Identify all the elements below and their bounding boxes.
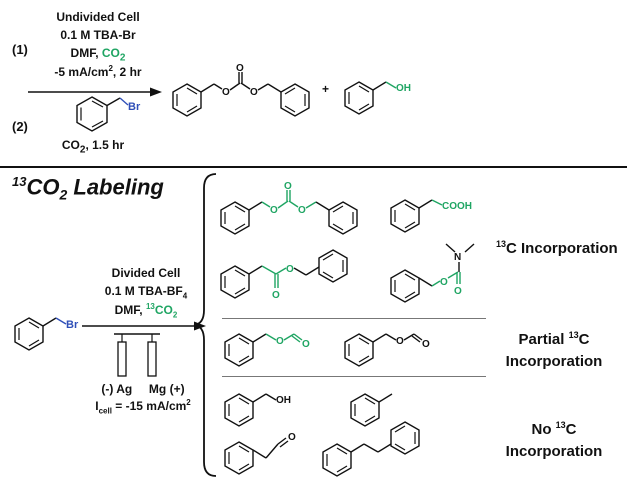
carbonate2-o-left: O [270,205,278,216]
cooh-label: COOH [442,201,472,212]
top-benzyl-bromide: Br [76,96,141,132]
no-incorporation-label: No 13C Incorporation [494,414,614,463]
labeling-reaction-arrow [82,321,206,331]
clipped-header [150,0,620,5]
carbamate-n-label: N [454,252,461,263]
product-brace [193,173,217,477]
phenylacetic-acid: COOH [390,199,472,233]
carbonate-o-left: O [222,87,230,98]
partial-incorporation-label: Partial 13C Incorporation [494,324,614,373]
formate1-o-carbonyl: O [302,339,310,350]
top-reaction-arrow [28,87,162,97]
unlabeled-benzyl-formate: O O [344,333,430,367]
top-step2-conditions: CO2, 1.5 hr [61,138,125,156]
carbonate2-o-top: O [284,182,292,192]
carbamate-o-alkoxy: O [440,277,448,288]
mg-electrode [147,341,157,377]
benzyl-phenylacetate: O O [220,249,348,301]
formate2-o-alkoxy: O [396,336,404,347]
top-br-label: Br [128,101,141,113]
ag-electrode [117,341,127,377]
partial-label-line2: Incorporation [505,353,603,370]
labeling-electrolyte: 0.1 M TBA-BF4 [104,284,188,301]
full-incorporation-label: 13C Incorporation [496,239,618,257]
aldehyde-o: O [288,432,296,443]
benzyl-alcohol: OH [224,393,291,427]
labeled-dibenzyl-carbonate: O O O [220,182,358,235]
top-current: -5 mA/cm2, 2 hr [54,64,142,79]
step-1-label: (1) [12,42,28,57]
divided-cell-label: Divided Cell [111,266,181,280]
formate1-o-alkoxy: O [276,336,284,347]
benzyl-dimethylcarbamate: O O N [390,243,475,303]
toluene [350,393,393,427]
none-label-line2: Incorporation [505,443,603,460]
carbonate-o-right: O [250,87,258,98]
benzyl-alcohol-oh: OH [276,395,291,406]
formate2-o-carbonyl: O [422,339,430,350]
top-solvent: DMF, CO2 [70,46,126,64]
phenylacetaldehyde: O [224,432,296,475]
carbonate-o-top: O [236,64,244,74]
step-2-label: (2) [12,119,28,134]
labeling-title: 13CO2 Labeling [12,174,164,203]
top-electrolyte: 0.1 M TBA-Br [60,28,136,42]
section-divider [0,166,627,168]
top-plus-sign: + [322,82,330,96]
electrode-diagram [114,333,160,377]
none-label-line1: No 13C [531,420,577,438]
carbamate-o-carbonyl: O [454,286,462,297]
electrode-labels: (-) Ag Mg (+) [101,382,185,396]
group-divider-1 [222,318,486,319]
top-benzyl-alcohol: OH [344,81,411,115]
labeling-solvent: DMF, 13CO2 [114,302,178,320]
top-cell-type: Undivided Cell [56,10,140,24]
partial-label-line1: Partial 13C [518,330,590,348]
ester-o-alkoxy: O [286,264,294,275]
labeled-benzyl-formate: O O [224,333,310,367]
bibenzyl [322,421,420,477]
dibenzyl-carbonate: O O O [172,64,310,117]
group-divider-2 [222,376,486,377]
top-oh-label: OH [396,83,411,94]
ester-o-carbonyl: O [272,290,280,301]
labeling-br-label: Br [66,319,79,331]
cell-current: Icell = -15 mA/cm2 [95,398,191,416]
labeling-benzyl-bromide: Br [14,317,79,351]
clipped-header-text-strokes [150,0,620,5]
carbonate2-o-right: O [298,205,306,216]
